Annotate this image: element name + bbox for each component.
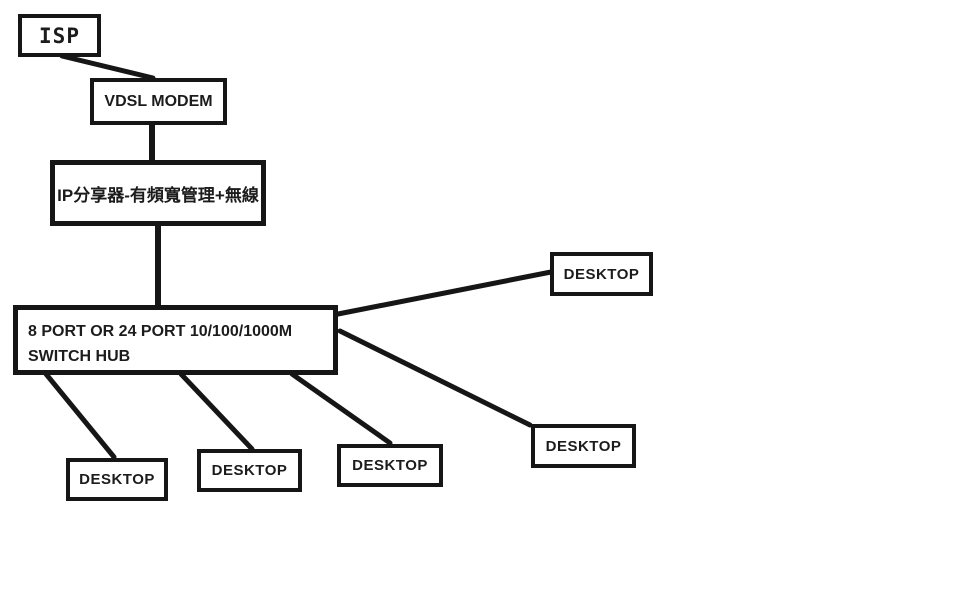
node-ip-router: IP分享器-有頻寬管理+無線 [50, 160, 266, 226]
edge-switch-hub-desktop-bottom-right [289, 371, 393, 446]
node-desktop-right-top: DESKTOP [550, 252, 653, 296]
edge-switch-hub-desktop-bottom-left [43, 371, 117, 460]
node-desktop-bottom-center: DESKTOP [197, 449, 302, 492]
node-desktop-bottom-left: DESKTOP [66, 458, 168, 501]
node-ip-router-label: IP分享器-有頻寬管理+無線 [57, 185, 259, 205]
edge-switch-hub-desktop-right-mid [337, 328, 533, 428]
node-desktop-right-mid-label: DESKTOP [545, 437, 622, 455]
edge-switch-hub-desktop-bottom-center [178, 371, 255, 452]
node-switch-hub: 8 PORT OR 24 PORT 10/100/1000M SWITCH HU… [13, 305, 338, 375]
node-desktop-bottom-right-label: DESKTOP [352, 457, 428, 474]
node-desktop-bottom-right: DESKTOP [337, 444, 443, 487]
node-switch-hub-label-line2: SWITCH HUB [28, 348, 131, 365]
node-vdsl-modem: VDSL MODEM [90, 78, 227, 125]
node-desktop-bottom-center-label: DESKTOP [211, 462, 288, 479]
node-isp-label: ISP [39, 23, 80, 48]
node-isp: ISP [18, 14, 101, 57]
edge-switch-hub-desktop-right-top [335, 269, 554, 317]
edge-isp-vdsl-modem [59, 53, 156, 81]
node-desktop-right-mid: DESKTOP [531, 424, 636, 468]
node-switch-hub-label-line1: 8 PORT OR 24 PORT 10/100/1000M [28, 323, 293, 340]
node-vdsl-modem-label: VDSL MODEM [104, 92, 213, 110]
node-desktop-bottom-left-label: DESKTOP [79, 471, 155, 488]
node-desktop-right-top-label: DESKTOP [563, 265, 640, 283]
